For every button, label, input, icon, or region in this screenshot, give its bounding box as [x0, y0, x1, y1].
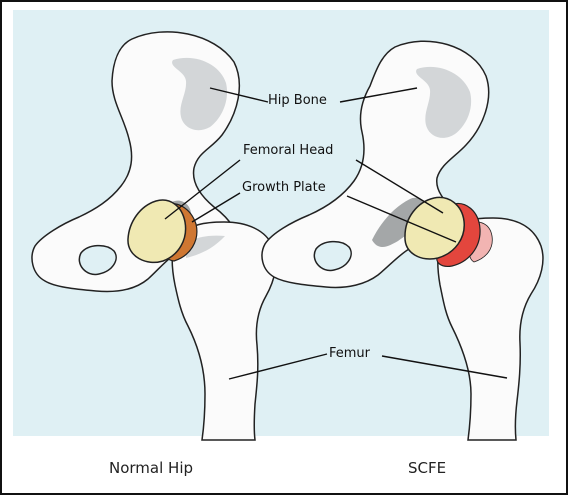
- growth-plate-label: Growth Plate: [242, 181, 326, 194]
- normal-hip-illustration: [32, 32, 276, 440]
- hip-bone-label: Hip Bone: [268, 94, 327, 107]
- scfe-caption: SCFE: [408, 461, 446, 476]
- normal-hip-caption: Normal Hip: [109, 461, 193, 476]
- femoral-head-label: Femoral Head: [243, 144, 333, 157]
- femur-label: Femur: [329, 347, 370, 360]
